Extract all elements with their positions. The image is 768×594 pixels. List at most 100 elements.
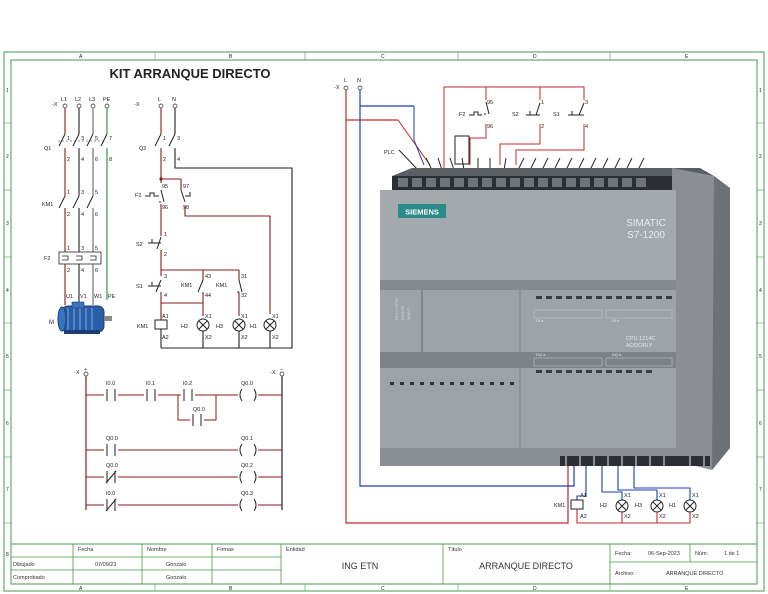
tb-fecha-label: Fecha: (615, 551, 632, 557)
tb-num-value: 1 de 1 (724, 551, 739, 557)
rung2-contact: Q0.0 (106, 436, 118, 442)
f2-t6: 6 (95, 268, 98, 274)
di-b-label: DI b (612, 318, 620, 323)
col-label-b: B (229, 54, 233, 60)
f2-t4: 4 (81, 268, 84, 274)
q1-label: Q1 (44, 146, 51, 152)
dq-a-label: DQ a (536, 352, 546, 357)
lamp-h3-x2: X2 (241, 335, 248, 341)
rung4-coil: Q0.3 (241, 491, 253, 497)
plc-s2-t1: 1 (541, 100, 544, 106)
tb-fecha-header: Fecha (78, 547, 94, 553)
row-label-2: 2 (6, 154, 9, 160)
km1-self-hold-contact (197, 279, 204, 293)
tb-comprobado-label: Comprobado (13, 575, 45, 581)
lamp-h2-x2: X2 (205, 335, 212, 341)
f2-t2: 2 (67, 268, 70, 274)
km1-power-label: KM1 (42, 202, 53, 208)
l2-label: L2 (75, 97, 81, 103)
s1-t3: 3 (164, 274, 167, 280)
ladder-right-x: -X (270, 370, 276, 376)
s2-label: S2 (136, 242, 143, 248)
rung1-contact2: I0.1 (146, 381, 155, 387)
coil-a1: A1 (162, 314, 169, 320)
coil-a2: A2 (162, 335, 169, 341)
control-circuit: -X L N Q2 1 3 2 4 F2 95 97 96 98 S2 1 (134, 97, 293, 349)
outer-border (3, 51, 765, 592)
col-label-c: C (381, 54, 385, 60)
s1-start-button (148, 279, 162, 293)
row-label-6: 6 (6, 421, 9, 427)
lamp-h3 (232, 318, 246, 332)
plc-f2-t96: 96 (487, 124, 493, 130)
rung1-contact1: I0.0 (106, 381, 115, 387)
plc-h3-x2: X2 (659, 514, 666, 520)
km1-coil (154, 319, 168, 330)
q1-t4: 4 (81, 157, 84, 163)
plc-cpu-type: AC/DC/RLY (626, 343, 653, 349)
km1-t1: 1 (67, 190, 70, 196)
lamp-h2-x1: X1 (205, 314, 212, 320)
tb-titulo-header: Título (448, 547, 462, 553)
km1-t32: 32 (241, 293, 247, 299)
row-label-2-right: 2 (759, 154, 762, 160)
ladder-right-minus: − (280, 367, 283, 373)
col-label-c-bottom: C (381, 586, 385, 592)
q1-t8: 8 (109, 157, 112, 163)
plc-h1-label: H1 (669, 503, 676, 509)
f2-t5: 5 (95, 246, 98, 252)
f2-aux-contacts (145, 189, 191, 203)
q2-label: Q2 (139, 146, 146, 152)
plc-h2-x2: X2 (624, 514, 631, 520)
plc-terminal-wires (398, 149, 645, 171)
row-label-8: 8 (6, 552, 9, 558)
km1-t44: 44 (205, 293, 211, 299)
plc-lamp-h3 (650, 499, 664, 513)
q1-t2: 2 (67, 157, 70, 163)
f2-t3: 3 (81, 246, 84, 252)
ctrl-n-label: N (172, 97, 176, 103)
row-label-1-right: 1 (759, 88, 762, 94)
rung2-coil: Q0.1 (241, 436, 253, 442)
f2-thermal-block (58, 251, 102, 265)
plc-coil-a1: A1 (580, 493, 587, 499)
s2-stop-button (148, 236, 162, 250)
tb-titulo-value: ARRANQUE DIRECTO (479, 561, 573, 571)
led-error: ERROR (400, 305, 405, 320)
tb-entidad-header: Entidad (286, 547, 305, 553)
motor-w1: W1 (94, 294, 102, 300)
plc-h1-x1: X1 (692, 493, 699, 499)
col-label-d-bottom: D (533, 586, 537, 592)
motor-icon (57, 301, 112, 334)
rung1-coil: Q0.0 (241, 381, 253, 387)
tb-dibujado-nombre: Gonzalo (166, 562, 187, 568)
q2-t3: 3 (177, 136, 180, 142)
lamp-h3-label: H3 (216, 324, 223, 330)
plc-h2-x1: X1 (624, 493, 631, 499)
rung1-contact3: I0.2 (183, 381, 192, 387)
plc-s2-t2: 2 (541, 124, 544, 130)
plc-wiring: -X L N F2 95 96 S2 1 2 S1 3 4 PLC (334, 78, 699, 524)
km1-t31: 31 (241, 274, 247, 280)
motor-u1: U1 (66, 294, 73, 300)
led-run-stop: RUN / STOP (394, 297, 399, 320)
km1-43-label: KM1 (181, 283, 192, 289)
zone-labels: A B C D E A B C D E 1 2 3 4 5 6 7 8 1 2 … (6, 54, 762, 592)
q1-t6: 6 (95, 157, 98, 163)
rung3-contact: Q0.0 (106, 463, 118, 469)
motor-v1: V1 (80, 294, 87, 300)
row-label-6-right: 6 (759, 421, 762, 427)
status-leds: RUN / STOP ERROR MAINT (394, 297, 411, 320)
ctrl-x-mark: -X (134, 102, 140, 108)
plc-h1-x2: X2 (692, 514, 699, 520)
lamp-h3-x1: X1 (241, 314, 248, 320)
km1-t2: 2 (67, 212, 70, 218)
q2-t2: 2 (163, 157, 166, 163)
col-label-e: E (685, 54, 689, 60)
plc-cpu: CPU 1214C (626, 336, 655, 342)
led-maint: MAINT (406, 307, 411, 320)
tb-fecha-value: 06-Sep-2023 (648, 551, 680, 557)
tb-dibujado-label: Dibujado (13, 562, 35, 568)
row-label-7: 7 (6, 487, 9, 493)
